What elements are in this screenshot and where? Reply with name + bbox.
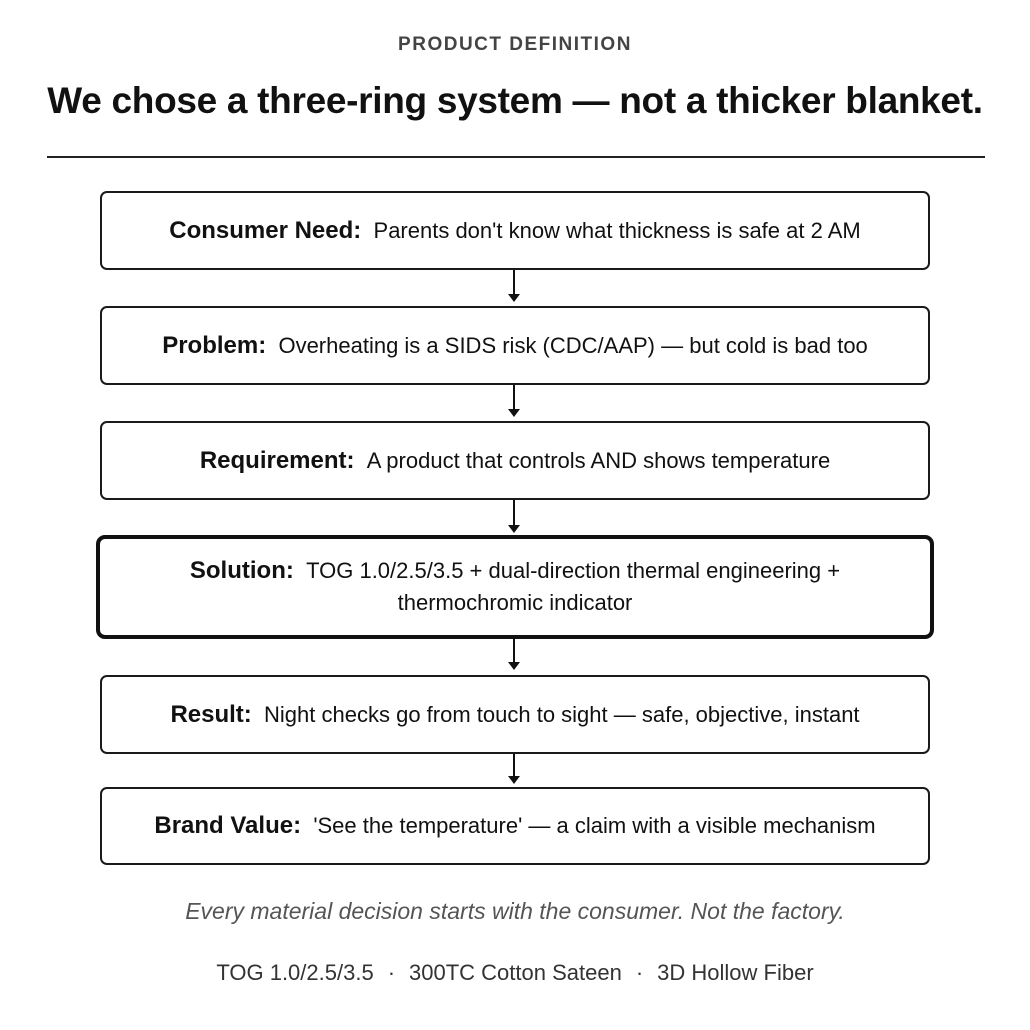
- step-text: Parents don't know what thickness is saf…: [373, 217, 861, 243]
- flow-arrow-icon: [508, 270, 520, 302]
- step-text: Night checks go from touch to sight — sa…: [264, 701, 860, 727]
- page-title: We chose a three-ring system — not a thi…: [47, 80, 983, 121]
- flow-arrow-icon: [508, 500, 520, 533]
- step-label: Consumer Need:: [169, 216, 362, 244]
- eyebrow-label: PRODUCT DEFINITION: [398, 34, 632, 55]
- step-text: A product that controls AND shows temper…: [366, 447, 831, 473]
- spec-item: TOG 1.0/2.5/3.5: [216, 960, 374, 985]
- footnote: Every material decision starts with the …: [185, 898, 845, 924]
- flow-arrow-icon: [508, 385, 520, 417]
- spec-separator: ·: [387, 960, 396, 985]
- title-divider: [47, 156, 985, 158]
- step-label: Requirement:: [199, 446, 355, 474]
- spec-item: 300TC Cotton Sateen: [409, 960, 622, 985]
- step-brand-value: Brand Value: 'See the temperature' — a c…: [100, 787, 930, 865]
- step-result: Result: Night checks go from touch to si…: [100, 675, 930, 754]
- step-problem: Problem: Overheating is a SIDS risk (CDC…: [100, 306, 930, 385]
- spec-item: 3D Hollow Fiber: [657, 960, 814, 985]
- step-solution: Solution: TOG 1.0/2.5/3.5 + dual-directi…: [96, 535, 934, 639]
- step-text: 'See the temperature' — a claim with a v…: [313, 813, 876, 838]
- step-label: Result:: [170, 700, 252, 728]
- step-text: TOG 1.0/2.5/3.5 + dual-direction thermal…: [306, 558, 841, 615]
- step-consumer-need: Consumer Need: Parents don't know what t…: [100, 191, 930, 270]
- step-label: Problem:: [162, 331, 267, 359]
- flow-arrow-icon: [508, 754, 520, 784]
- step-label: Solution:: [189, 557, 294, 584]
- spec-separator: ·: [635, 960, 644, 985]
- step-label: Brand Value:: [154, 812, 302, 839]
- flow-arrow-icon: [508, 639, 520, 670]
- step-text: Overheating is a SIDS risk (CDC/AAP) — b…: [278, 332, 868, 358]
- spec-line: TOG 1.0/2.5/3.5 · 300TC Cotton Sateen · 3D H…: [0, 960, 1030, 986]
- step-requirement: Requirement: A product that controls AND…: [100, 421, 930, 500]
